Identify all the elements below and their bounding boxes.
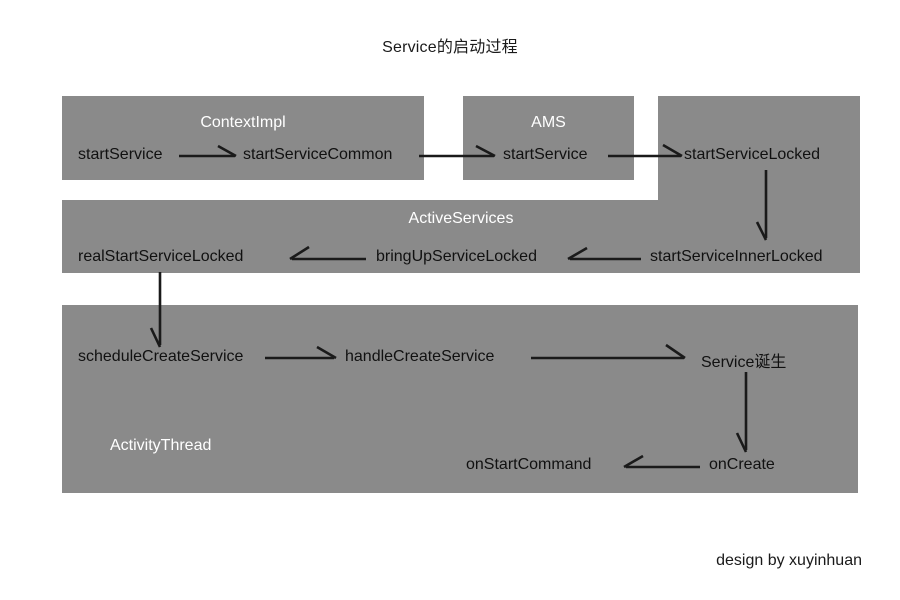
node-bringupservicelocked[interactable]: bringUpServiceLocked — [376, 248, 537, 265]
footer-credit: design by xuyinhuan — [716, 552, 862, 569]
group-label-activeservices: ActiveServices — [408, 210, 514, 227]
node-oncreate[interactable]: onCreate — [709, 456, 775, 473]
group-box-activitythread — [62, 305, 858, 493]
node-realstartservicelocked[interactable]: realStartServiceLocked — [78, 248, 244, 265]
node-schedulecreateservice[interactable]: scheduleCreateService — [78, 348, 244, 365]
node-ams-startservice[interactable]: startService — [503, 146, 588, 163]
page-title: Service的启动过程 — [382, 39, 518, 56]
node-service-born[interactable]: Service诞生 — [701, 354, 787, 371]
node-startservice[interactable]: startService — [78, 146, 163, 163]
node-onstartcommand[interactable]: onStartCommand — [466, 456, 592, 473]
node-startservicecommon[interactable]: startServiceCommon — [243, 146, 393, 163]
group-box-activeservices — [62, 200, 860, 273]
node-startservicelocked[interactable]: startServiceLocked — [684, 146, 821, 163]
group-box-contextimpl — [62, 96, 424, 180]
node-startserviceinnerlocked[interactable]: startServiceInnerLocked — [650, 248, 823, 265]
node-handlecreateservice[interactable]: handleCreateService — [345, 348, 495, 365]
group-box-ams — [463, 96, 634, 180]
group-box-startservicelocked — [658, 96, 860, 200]
group-label-contextimpl: ContextImpl — [200, 114, 286, 131]
group-label-ams: AMS — [531, 114, 566, 131]
group-label-activitythread: ActivityThread — [110, 437, 212, 454]
